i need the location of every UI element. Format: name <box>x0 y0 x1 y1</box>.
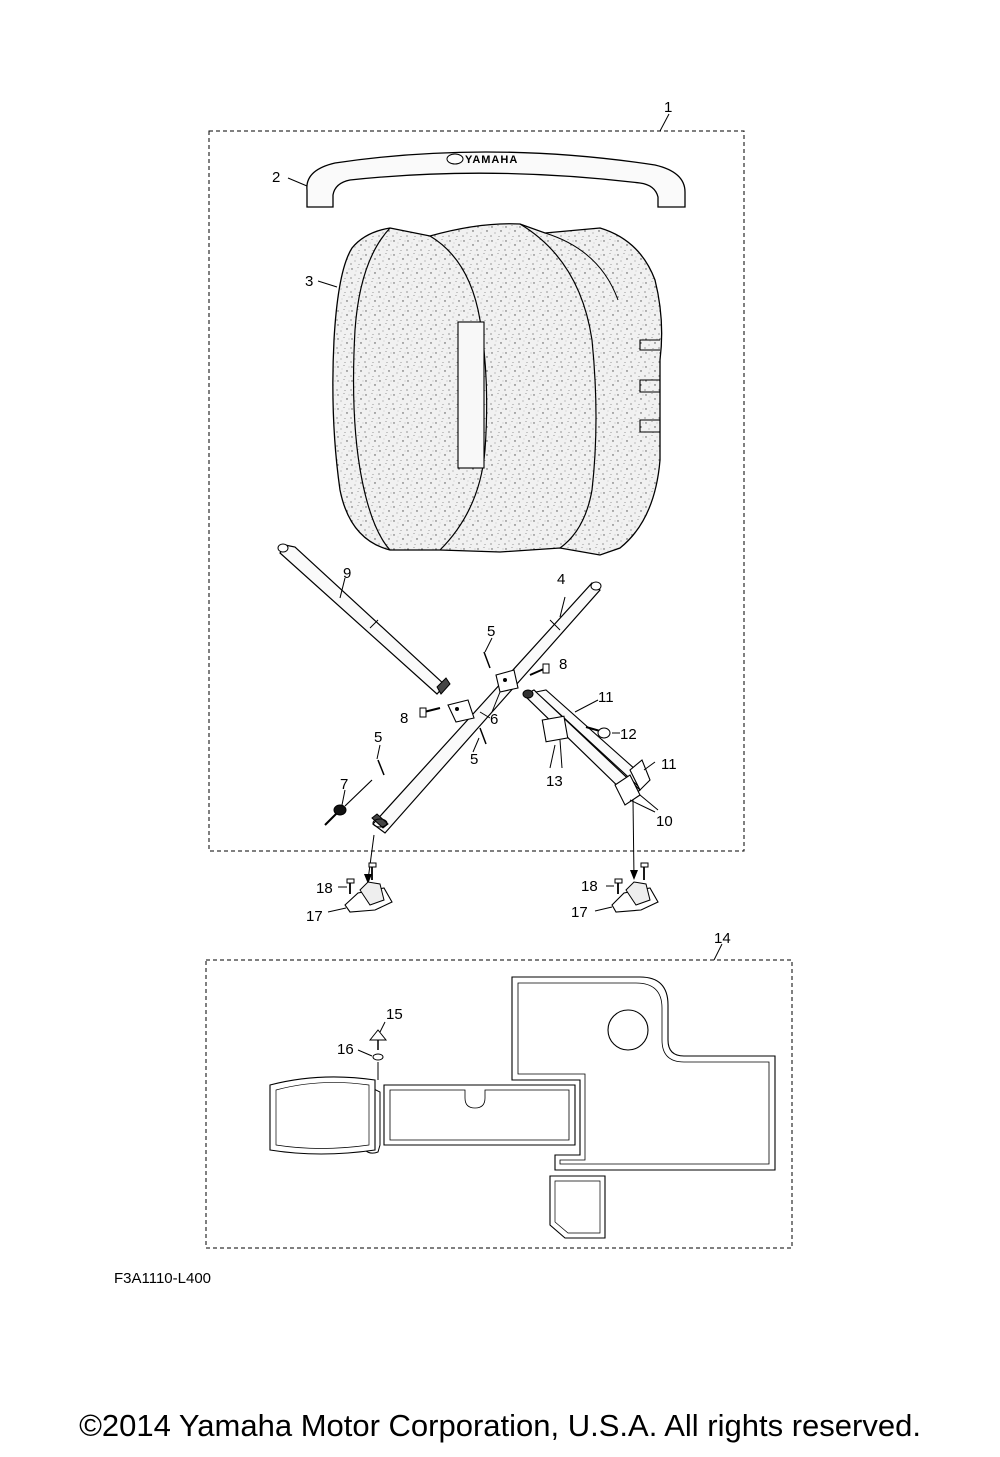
callout-14: 14 <box>714 930 731 947</box>
callout-3: 3 <box>305 273 313 290</box>
knob-part-12 <box>585 726 620 739</box>
callout-11a: 11 <box>598 689 614 706</box>
group-box-1 <box>208 113 745 852</box>
callout-13: 13 <box>546 773 563 790</box>
callout-5c: 5 <box>374 729 382 746</box>
yamaha-logo-text: YAMAHA <box>465 154 518 166</box>
fastener-parts-15-16 <box>357 1021 388 1080</box>
callout-12: 12 <box>620 726 637 743</box>
callout-8b: 8 <box>559 656 567 673</box>
shock-assembly-parts-10-13 <box>522 689 659 813</box>
callout-2: 2 <box>272 169 280 186</box>
screw-parts-8 <box>419 663 550 718</box>
knob-part-7 <box>324 779 373 826</box>
rod-part-9 <box>277 543 451 695</box>
group-box-14 <box>205 943 793 1249</box>
bracket-part-6 <box>447 669 519 723</box>
mount-bracket-right <box>594 862 659 913</box>
callout-8a: 8 <box>400 710 408 727</box>
callout-9: 9 <box>343 565 351 582</box>
mat-set-part-14 <box>269 976 776 1239</box>
callout-17b: 17 <box>571 904 588 921</box>
callout-15: 15 <box>386 1006 403 1023</box>
callout-5b: 5 <box>470 751 478 768</box>
callout-4: 4 <box>557 571 565 588</box>
drawing-code: F3A1110-L400 <box>114 1270 211 1287</box>
callout-18a: 18 <box>316 880 333 897</box>
rod-part-4 <box>371 581 602 834</box>
callout-6: 6 <box>490 711 498 728</box>
callout-labels: 1 2 3 4 5 5 5 8 6 7 8 9 10 11 11 12 13 1… <box>272 99 731 1058</box>
assembly-arrows <box>364 799 638 884</box>
copyright-notice: ©2014 Yamaha Motor Corporation, U.S.A. A… <box>79 1408 921 1443</box>
grab-bar-part: YAMAHA <box>287 151 686 208</box>
callout-11b: 11 <box>661 756 677 773</box>
mount-bracket-left <box>327 862 393 913</box>
callout-1: 1 <box>664 99 672 116</box>
callout-5a: 5 <box>487 623 495 640</box>
callout-10: 10 <box>656 813 673 830</box>
callout-17a: 17 <box>306 908 323 925</box>
seat-part <box>317 223 663 556</box>
callout-7: 7 <box>340 776 348 793</box>
callout-18b: 18 <box>581 878 598 895</box>
pin-parts-5 <box>376 637 493 776</box>
callout-16: 16 <box>337 1041 354 1058</box>
